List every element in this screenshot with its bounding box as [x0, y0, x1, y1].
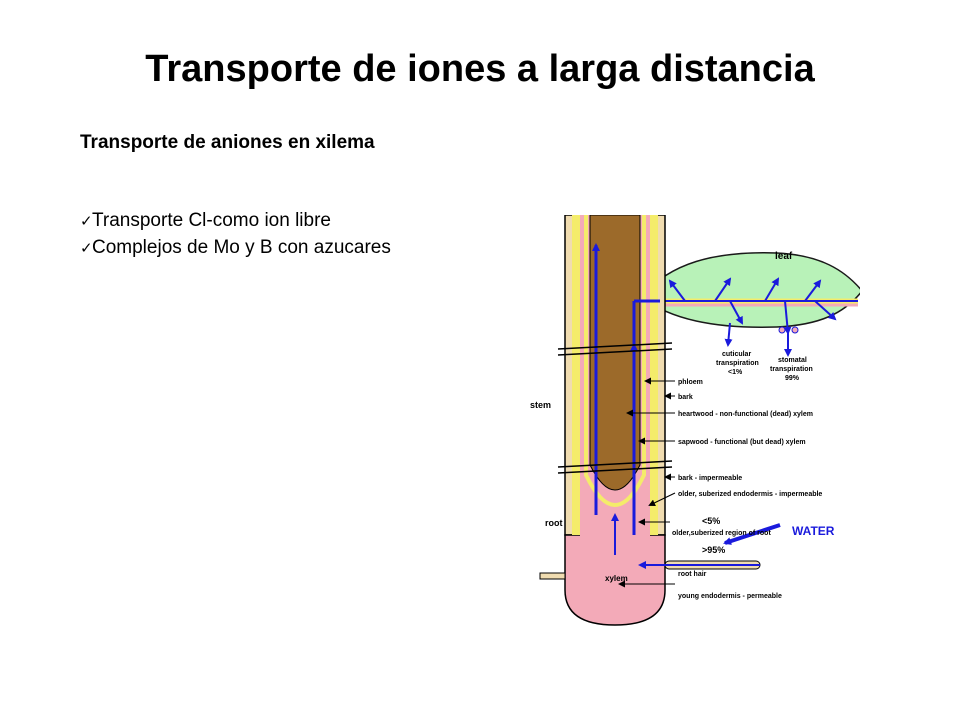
checkmark-icon: ✓ [80, 240, 93, 257]
label-stomatal-1: stomatal [778, 357, 807, 364]
leaf-shape [639, 252, 860, 328]
slide-subtitle: Transporte de aniones en xilema [80, 132, 375, 153]
flow-arrow [668, 279, 686, 302]
flow-arrow [814, 300, 837, 321]
label-lt5: <5% [702, 516, 720, 526]
label-phloem: phloem [678, 379, 703, 386]
plant-water-transport-diagram: leaf cuticular transpiration <1% stomata… [530, 215, 860, 626]
root-outer [564, 534, 666, 626]
label-water: WATER [792, 524, 835, 538]
checkmark-icon: ✓ [80, 213, 93, 230]
bullet-list: ✓Transporte Cl-como ion libre ✓Complejos… [80, 208, 391, 262]
label-root-hair: root hair [678, 571, 707, 578]
label-young-endodermis: young endodermis - permeable [678, 593, 782, 600]
flow-arrow [764, 277, 780, 302]
label-xylem: xylem [605, 574, 628, 583]
label-stem: stem [530, 400, 551, 410]
label-leaf: leaf [775, 251, 793, 262]
flow-arrow [724, 322, 733, 347]
label-heartwood: heartwood - non-functional (dead) xylem [678, 411, 813, 418]
label-stomatal-2: transpiration [770, 366, 813, 373]
flow-arrow [804, 279, 822, 302]
bullet-item: ✓Complejos de Mo y B con azucares [80, 235, 391, 262]
flow-arrow [714, 277, 732, 302]
label-cuticular-3: <1% [728, 369, 743, 376]
label-sapwood: sapwood - functional (but dead) xylem [678, 439, 806, 446]
bullet-item: ✓Transporte Cl-como ion libre [80, 208, 391, 235]
label-gt95: >95% [702, 545, 725, 555]
slide-title: Transporte de iones a larga distancia [145, 48, 815, 90]
water-arrow [723, 523, 781, 545]
label-bark: bark [678, 394, 693, 401]
label-root: root [545, 518, 563, 528]
label-bark-impermeable: bark - impermeable [678, 475, 742, 482]
flow-arrow [783, 300, 792, 335]
label-cuticular-1: cuticular [722, 351, 751, 358]
label-cuticular-2: transpiration [716, 360, 759, 367]
label-stomatal-3: 99% [785, 375, 800, 382]
label-older-region: older,suberized region of root [672, 530, 771, 537]
flow-arrow [729, 300, 743, 325]
label-older-endodermis: older, suberized endodermis - impermeabl… [678, 491, 822, 498]
